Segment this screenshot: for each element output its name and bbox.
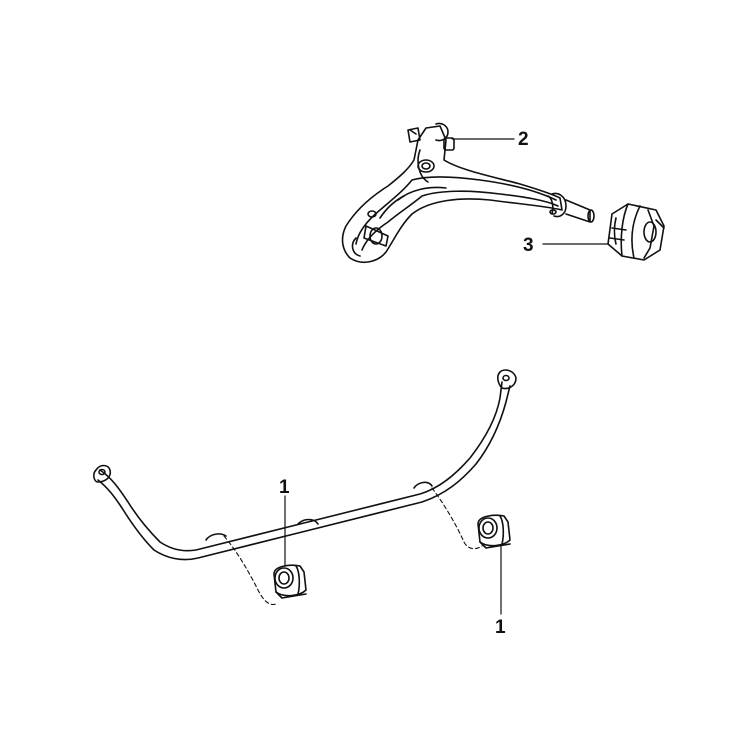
bar-bushing-right bbox=[477, 514, 511, 549]
callout-leaders bbox=[284, 138, 609, 615]
arm-bushing bbox=[607, 203, 665, 261]
bar-bushing-left bbox=[273, 564, 307, 599]
callout-arm-bushing: 3 bbox=[523, 235, 534, 256]
callout-bar-bushing-left: 1 bbox=[279, 477, 290, 498]
callout-bar-bushing-right: 1 bbox=[495, 617, 506, 638]
control-arm bbox=[341, 122, 595, 264]
stabilizer-bar bbox=[93, 369, 517, 561]
callout-control-arm: 2 bbox=[518, 129, 529, 150]
assembly-leaders bbox=[223, 487, 483, 606]
